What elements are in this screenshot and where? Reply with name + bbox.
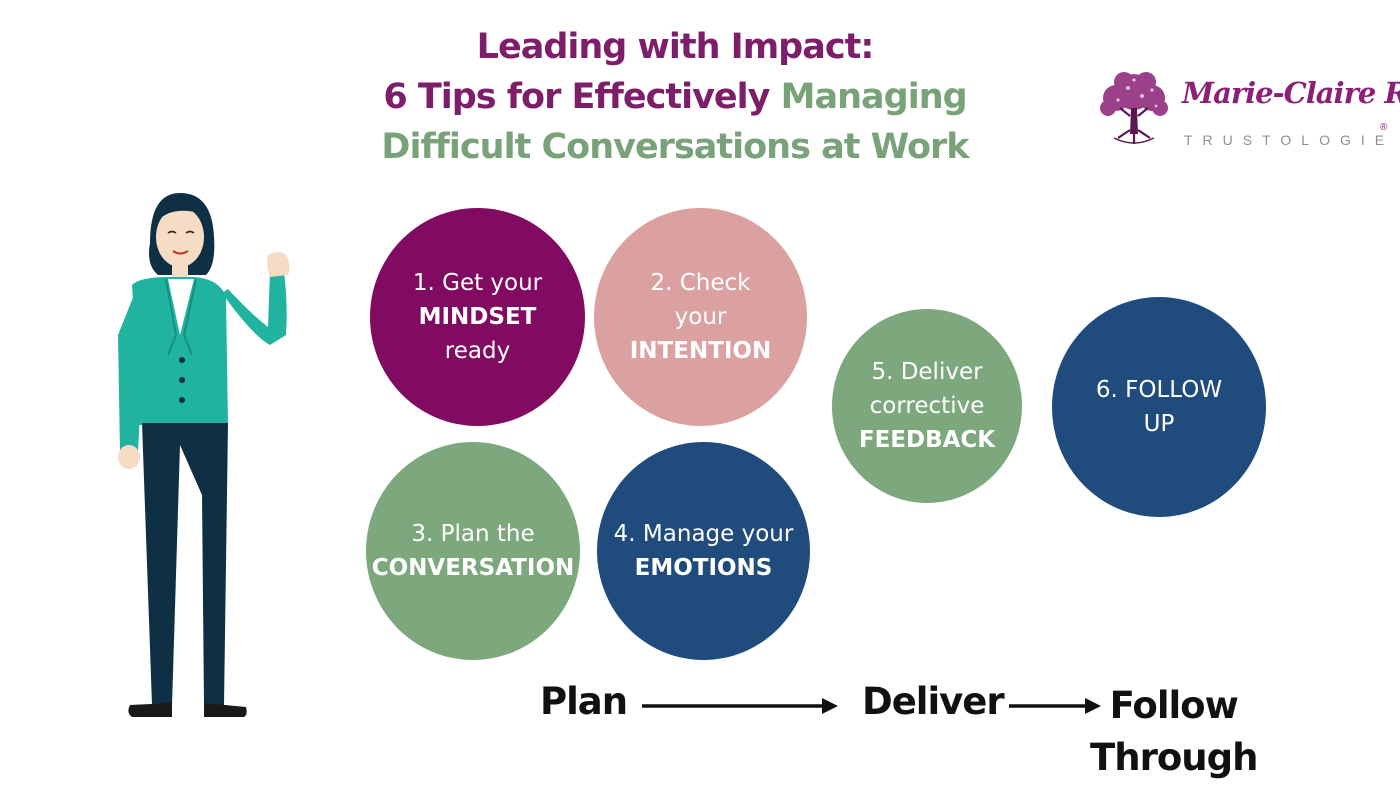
tip-6-follow-up: 6. FOLLOW UP xyxy=(1052,297,1266,517)
title-line-2: 6 Tips for Effectively Managing xyxy=(330,72,1020,122)
tip-1-mindset: 1. Get your MINDSET ready xyxy=(370,208,585,426)
tip-3-conversation: 3. Plan the CONVERSATION xyxy=(366,442,580,660)
tip-5-line-1: 5. Deliver xyxy=(871,359,983,385)
stage-plan: Plan xyxy=(540,680,628,723)
logo-name: Marie-Claire Ross xyxy=(1182,76,1400,110)
title-line-3: Difficult Conversations at Work xyxy=(381,127,969,167)
tip-5-feedback: 5. Deliver corrective FEEDBACK xyxy=(832,309,1022,503)
arrow-plan-to-deliver xyxy=(642,698,838,714)
stage-deliver: Deliver xyxy=(862,680,1005,723)
tip-2-intention: 2. Check your INTENTION xyxy=(594,208,807,426)
stage-follow-through: Follow Through xyxy=(1090,680,1258,784)
tip-1-keyword: MINDSET xyxy=(418,304,537,330)
tip-4-emotions: 4. Manage your EMOTIONS xyxy=(597,442,810,660)
logo-subtitle: TRUSTOLOGIE xyxy=(1184,132,1395,148)
page-title: Leading with Impact: 6 Tips for Effectiv… xyxy=(330,22,1020,172)
title-line-2-purple: 6 Tips for Effectively xyxy=(383,77,770,117)
title-line-1: Leading with Impact: xyxy=(476,27,875,67)
tip-3-line-1: 3. Plan the xyxy=(411,521,535,547)
tip-5-line-2: corrective xyxy=(869,393,985,419)
brand-logo: Marie-Claire Ross ® TRUSTOLOGIE xyxy=(1090,66,1400,156)
tip-4-keyword: EMOTIONS xyxy=(634,555,773,581)
tip-6-line-2: UP xyxy=(1143,411,1175,437)
stage-follow-line-2: Through xyxy=(1090,736,1258,779)
tip-4-line-1: 4. Manage your xyxy=(613,521,794,547)
tip-1-line-1: 1. Get your xyxy=(412,270,543,296)
logo-registered-mark: ® xyxy=(1380,122,1388,133)
businesswoman-illustration xyxy=(118,193,290,717)
title-line-2-green: Managing xyxy=(780,77,968,117)
tip-6-line-1: 6. FOLLOW xyxy=(1095,377,1223,403)
tip-5-keyword: FEEDBACK xyxy=(858,427,996,453)
stage-follow-line-1: Follow xyxy=(1109,684,1239,727)
tree-icon xyxy=(1100,72,1168,144)
arrow-deliver-to-follow xyxy=(1009,698,1101,714)
tip-2-keyword: INTENTION xyxy=(629,338,772,364)
tip-3-keyword: CONVERSATION xyxy=(371,555,575,581)
tip-2-line-1: 2. Check xyxy=(650,270,751,296)
tip-1-line-3: ready xyxy=(444,338,511,364)
tip-2-line-2: your xyxy=(674,304,727,330)
